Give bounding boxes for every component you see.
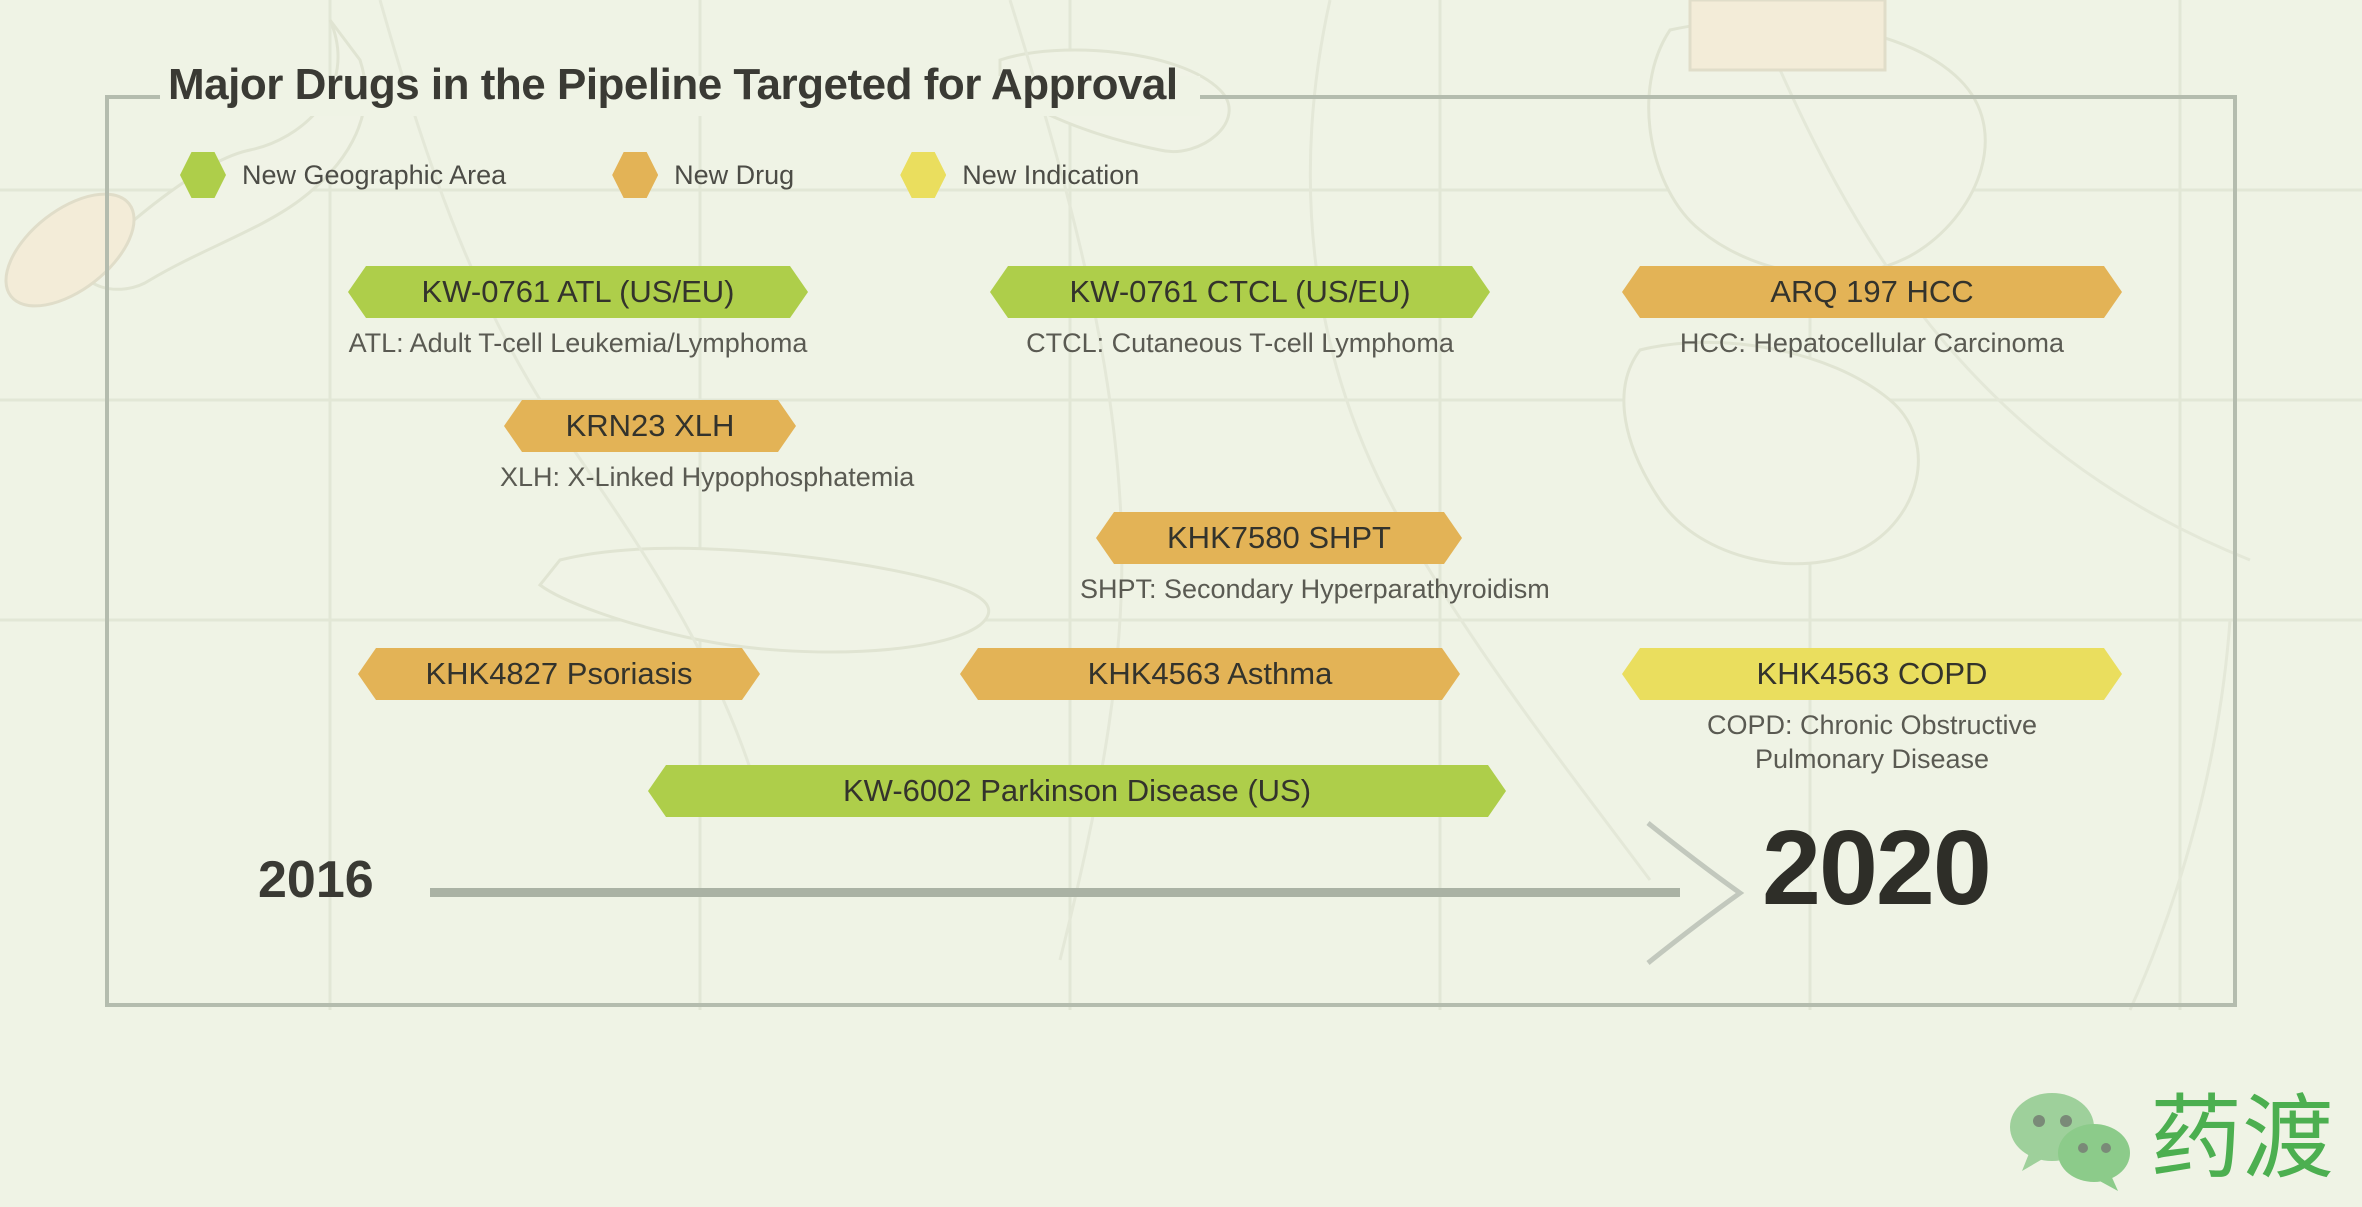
timeline-axis	[430, 888, 1680, 897]
legend-label: New Geographic Area	[242, 159, 507, 190]
timeline-start-year: 2016	[258, 851, 374, 909]
watermark-text: 药渡	[2149, 1085, 2334, 1192]
drug-caption-ctcl: CTCL: Cutaneous T-cell Lymphoma	[1026, 328, 1454, 358]
legend-label: New Drug	[674, 159, 795, 190]
drug-bar-label: KW-0761 CTCL (US/EU)	[1069, 274, 1411, 309]
wechat-icon	[2009, 1093, 2130, 1191]
drug-bar-label: KHK4827 Psoriasis	[425, 656, 693, 691]
drug-caption-copd-line1: COPD: Chronic Obstructive	[1706, 710, 2038, 740]
drug-caption-xlh: XLH: X-Linked Hypophosphatemia	[500, 462, 915, 492]
drug-bar-label: KHK7580 SHPT	[1167, 520, 1391, 555]
watermark: 药渡	[2004, 1085, 2334, 1193]
drug-bar-label: KHK4563 Asthma	[1087, 656, 1333, 691]
drug-bar-label: KRN23 XLH	[565, 408, 735, 443]
legend-swatch-green-icon	[180, 152, 226, 198]
drug-caption-atl: ATL: Adult T-cell Leukemia/Lymphoma	[348, 328, 808, 358]
drug-caption-shpt: SHPT: Secondary Hyperparathyroidism	[1080, 574, 1550, 604]
drug-bar-label: KHK4563 COPD	[1756, 656, 1988, 691]
timeline-end-year: 2020	[1762, 809, 1992, 927]
legend-swatch-orange-icon	[612, 152, 659, 198]
drug-bar-kw0761-ctcl[interactable]: KW-0761 CTCL (US/EU)	[990, 266, 1490, 318]
drug-bar-label: ARQ 197 HCC	[1770, 274, 1974, 309]
legend-item-new-geographic-area[interactable]: New Geographic Area	[180, 152, 506, 198]
drug-bar-krn23-xlh[interactable]: KRN23 XLH	[504, 400, 796, 452]
legend: New Geographic Area New Drug New Indicat…	[180, 152, 1245, 198]
drug-bar-label: KW-0761 ATL (US/EU)	[421, 274, 735, 309]
legend-item-new-drug[interactable]: New Drug	[612, 152, 794, 198]
drug-bar-khk4563-copd[interactable]: KHK4563 COPD	[1622, 648, 2122, 700]
drug-caption-copd-line2: Pulmonary Disease	[1754, 744, 1990, 774]
legend-swatch-yellow-icon	[900, 152, 947, 198]
drug-bar-khk4827-psoriasis[interactable]: KHK4827 Psoriasis	[358, 648, 760, 700]
drug-bar-kw0761-atl[interactable]: KW-0761 ATL (US/EU)	[348, 266, 808, 318]
drug-caption-hcc: HCC: Hepatocellular Carcinoma	[1679, 328, 2065, 358]
timeline-arrow-icon	[1646, 821, 1745, 965]
drug-bar-khk4563-asthma[interactable]: KHK4563 Asthma	[960, 648, 1460, 700]
drug-bar-kw6002-parkinson[interactable]: KW-6002 Parkinson Disease (US)	[648, 765, 1506, 817]
drug-bar-khk7580-shpt[interactable]: KHK7580 SHPT	[1096, 512, 1462, 564]
legend-label: New Indication	[962, 159, 1140, 190]
page-title: Major Drugs in the Pipeline Targeted for…	[168, 60, 1178, 109]
legend-item-new-indication[interactable]: New Indication	[900, 152, 1139, 198]
drug-bar-label: KW-6002 Parkinson Disease (US)	[842, 773, 1312, 808]
drug-bar-arq197-hcc[interactable]: ARQ 197 HCC	[1622, 266, 2122, 318]
